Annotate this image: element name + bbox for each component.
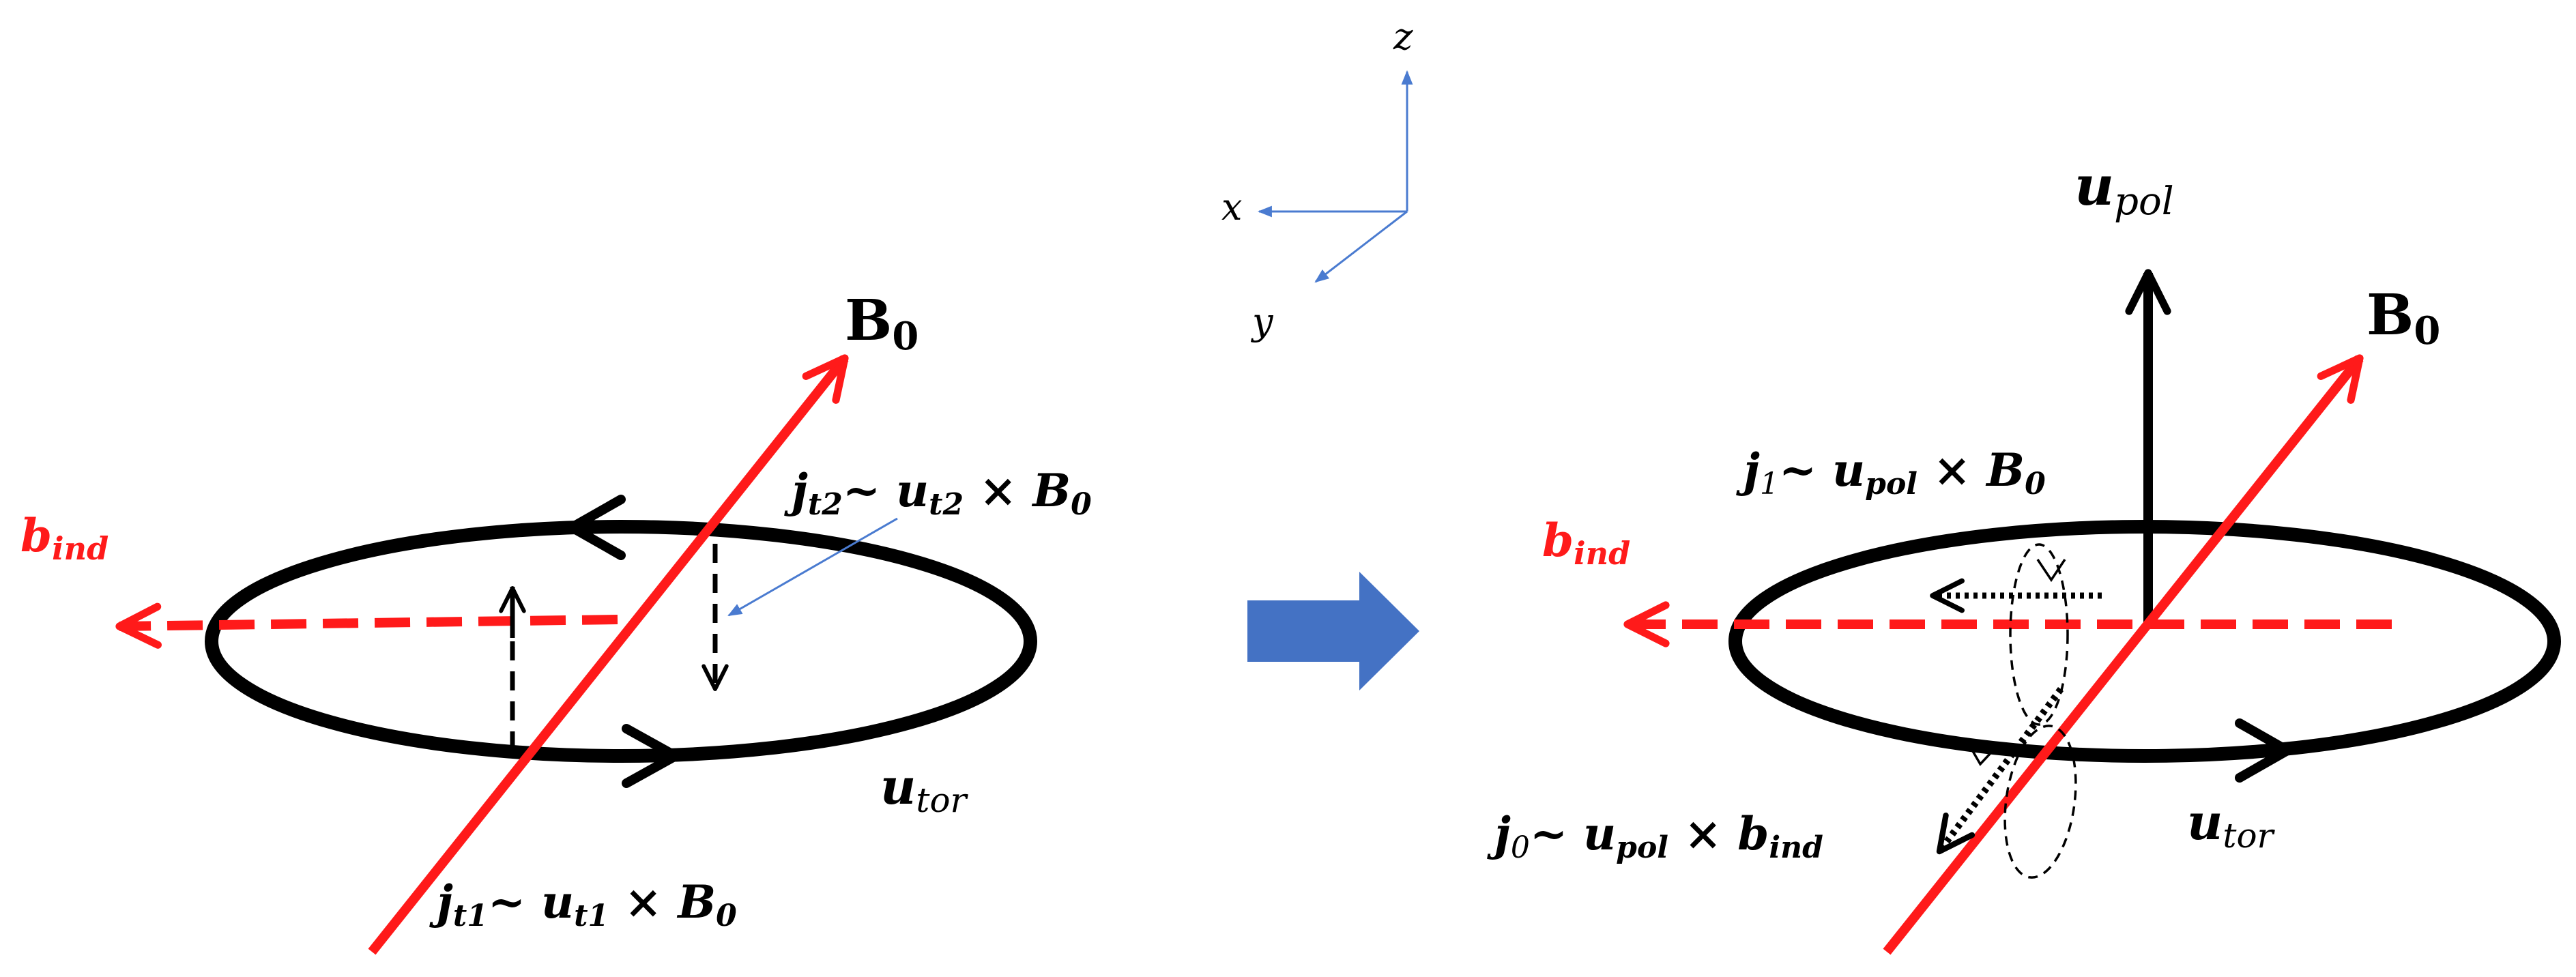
left-panel: B0 bind utor jt2~ ut2 × B0 jt1~ ut1 × B0	[20, 288, 1092, 955]
coordinate-axes: z x y	[1221, 15, 1413, 343]
right-j0-loop-arrow	[1964, 738, 2001, 766]
right-b-ind-label: bind	[1542, 514, 1630, 572]
left-jt2-label: jt2~ ut2 × B0	[784, 464, 1092, 522]
right-j1-loop-arrow	[2036, 559, 2066, 583]
right-j1-label: j1~ upol × B0	[1736, 443, 2046, 501]
left-current-loop	[205, 520, 1037, 763]
left-loop-arrow-bottom	[622, 724, 680, 788]
right-j0-arrow	[1936, 687, 2064, 855]
y-axis	[1314, 210, 1408, 283]
right-j0-label: j0~ upol × bind	[1487, 807, 1823, 865]
right-u-tor-label: utor	[2187, 793, 2276, 856]
left-loop-arrow-top	[567, 495, 626, 560]
left-b-ind-label: bind	[20, 509, 108, 567]
right-j1-loop	[2009, 543, 2069, 726]
transition-arrow	[1247, 572, 1419, 690]
left-B0-arrow	[368, 354, 849, 955]
y-axis-label: y	[1251, 300, 1274, 343]
right-j0-loop	[2003, 725, 2077, 879]
left-b-ind-arrow	[115, 602, 618, 649]
right-u-pol-label: upol	[2074, 154, 2174, 224]
z-axis-label: z	[1393, 15, 1413, 58]
x-axis-label: x	[1221, 186, 1242, 229]
right-panel: B0 bind upol utor j1~ upol × B0 j0~ upol…	[1487, 154, 2561, 955]
right-loop-arrow-bottom	[2235, 718, 2292, 783]
right-B0-label: B0	[2367, 282, 2440, 353]
left-jt2-pointer	[727, 517, 898, 617]
left-jt1-label: jt1~ ut1 × B0	[429, 875, 737, 933]
left-B0-label: B0	[845, 288, 918, 359]
left-u-tor-label: utor	[880, 757, 969, 820]
